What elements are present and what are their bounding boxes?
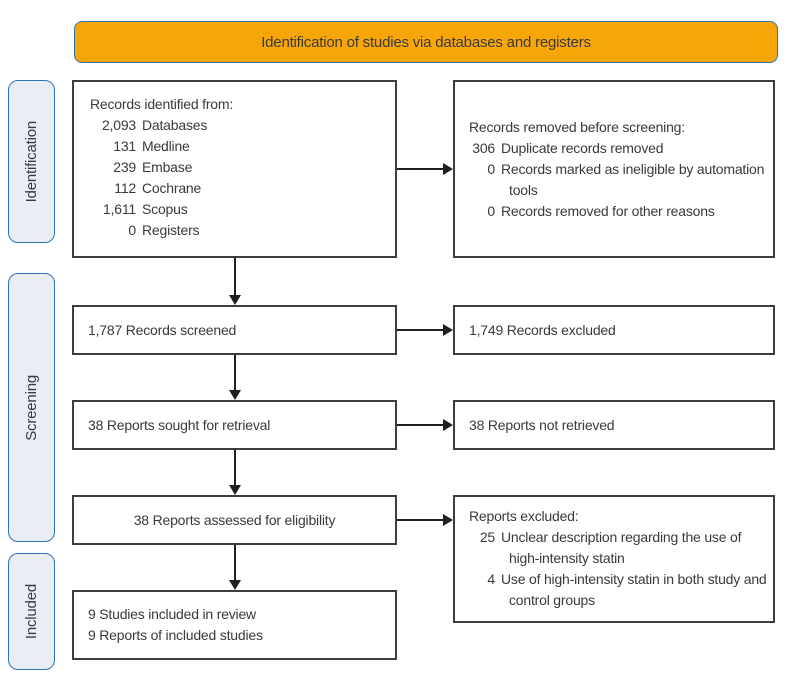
arrow-right-1-line: [397, 168, 443, 170]
stage-label-included-text: Included: [23, 583, 40, 640]
arrow-down-3-head: [229, 485, 241, 495]
reports-excluded-item: 25 Unclear description regarding the use…: [479, 529, 742, 566]
arrow-right-4-line: [397, 519, 443, 521]
identified-item: 0 Registers: [128, 222, 200, 238]
box-records-identified: Records identified from: 2,093 Databases…: [72, 80, 397, 258]
arrow-right-4-head: [443, 514, 453, 526]
reports-excluded-item: 4 Use of high-intensity statin in both s…: [487, 571, 767, 608]
included-line: 9 Studies included in review: [88, 606, 256, 622]
identified-item: 1,611 Scopus: [103, 201, 188, 217]
diagram-title-banner: Identification of studies via databases …: [74, 21, 778, 63]
arrow-down-2-line: [234, 355, 236, 390]
box-records-screened: 1,787 Records screened: [72, 305, 397, 355]
identified-item: 131 Medline: [113, 138, 190, 154]
box-records-removed-title: Records removed before screening:: [469, 118, 685, 135]
stage-label-identification: Identification: [8, 80, 55, 243]
identified-item: 112 Cochrane: [114, 180, 202, 196]
box-studies-included: 9 Studies included in review 9 Reports o…: [72, 590, 397, 660]
stage-label-screening-text: Screening: [23, 374, 40, 441]
box-records-removed: Records removed before screening: 306 Du…: [453, 80, 775, 258]
stage-label-screening: Screening: [8, 273, 55, 542]
box-reports-assessed: 38 Reports assessed for eligibility: [72, 495, 397, 545]
arrow-down-4-head: [229, 580, 241, 590]
identified-item: 239 Embase: [113, 159, 193, 175]
removed-item: 306 Duplicate records removed: [472, 139, 664, 156]
arrow-right-3-head: [443, 419, 453, 431]
arrow-down-2-head: [229, 390, 241, 400]
box-reports-not-retrieved: 38 Reports not retrieved: [453, 400, 775, 450]
arrow-down-4-line: [234, 545, 236, 580]
arrow-down-1-head: [229, 295, 241, 305]
arrow-down-3-line: [234, 450, 236, 485]
box-reports-sought: 38 Reports sought for retrieval: [72, 400, 397, 450]
arrow-right-2-line: [397, 329, 443, 331]
stage-label-identification-text: Identification: [23, 120, 40, 203]
arrow-down-1-line: [234, 258, 236, 295]
removed-item: 0 Records marked as ineligible by automa…: [487, 160, 765, 198]
arrow-right-2-head: [443, 324, 453, 336]
arrow-right-3-line: [397, 424, 443, 426]
box-reports-excluded: Reports excluded: 25 Unclear description…: [453, 495, 775, 623]
included-line: 9 Reports of included studies: [88, 627, 263, 643]
box-records-excluded: 1,749 Records excluded: [453, 305, 775, 355]
arrow-right-1-head: [443, 163, 453, 175]
box-records-identified-title: Records identified from:: [90, 96, 234, 112]
removed-item: 0 Records removed for other reasons: [487, 202, 715, 219]
box-reports-excluded-title: Reports excluded:: [469, 508, 579, 524]
identified-item: 2,093 Databases: [101, 117, 208, 133]
stage-label-included: Included: [8, 553, 55, 670]
